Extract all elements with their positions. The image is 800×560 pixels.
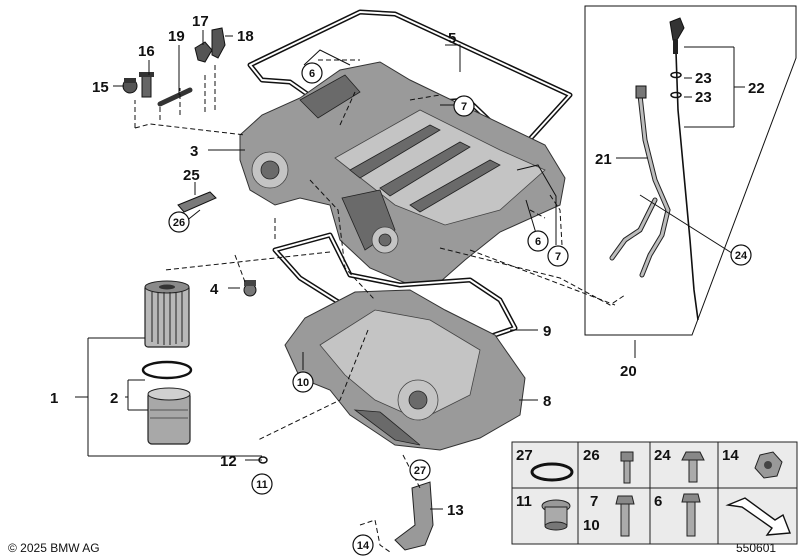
svg-text:27: 27 <box>414 465 426 477</box>
table-cell-24[interactable]: 24 <box>654 447 705 483</box>
callout-26: 26 <box>168 211 190 233</box>
table-cell-11[interactable]: 11 <box>516 493 571 531</box>
direction-arrow-icon <box>725 497 791 536</box>
dipstick-o-ring-lower[interactable] <box>670 91 682 99</box>
label-21: 21 <box>595 151 612 168</box>
svg-text:6: 6 <box>654 493 662 510</box>
table-cell-27[interactable]: 27 <box>516 447 574 482</box>
svg-text:6: 6 <box>535 236 541 248</box>
lower-oil-pan[interactable] <box>284 289 526 451</box>
sensor-cable[interactable] <box>157 87 193 107</box>
callout-27: 27 <box>409 459 431 481</box>
svg-text:14: 14 <box>722 447 739 464</box>
label-19: 19 <box>168 28 185 45</box>
svg-text:11: 11 <box>256 479 268 491</box>
label-13: 13 <box>447 502 464 519</box>
svg-text:10: 10 <box>583 517 600 534</box>
label-1: 1 <box>50 390 58 407</box>
table-cell-14[interactable]: 14 <box>722 447 783 479</box>
parts-table: 27 26 24 14 11 7 10 <box>511 441 798 545</box>
callout-10: 10 <box>292 371 314 393</box>
label-17: 17 <box>192 13 209 30</box>
callout-7-upper: 7 <box>453 95 475 117</box>
svg-text:24: 24 <box>735 250 748 262</box>
callout-7-lower: 7 <box>547 245 569 267</box>
svg-text:7: 7 <box>555 251 561 263</box>
label-5: 5 <box>448 30 456 47</box>
diagram-id: 550601 <box>736 541 777 555</box>
label-4: 4 <box>210 281 219 298</box>
oil-filter-element[interactable] <box>144 280 190 348</box>
callout-6-upper: 6 <box>301 62 323 84</box>
filter-o-ring[interactable] <box>141 360 193 380</box>
svg-text:14: 14 <box>357 540 370 552</box>
svg-text:10: 10 <box>297 377 309 389</box>
label-9: 9 <box>543 323 551 340</box>
svg-text:7: 7 <box>590 493 598 510</box>
copyright-notice: © 2025 BMW AG <box>8 541 100 555</box>
svg-text:27: 27 <box>516 447 533 464</box>
svg-text:6: 6 <box>309 68 315 80</box>
leader-lines <box>75 30 745 510</box>
label-25: 25 <box>183 167 200 184</box>
label-23-lower: 23 <box>695 89 712 106</box>
callout-24: 24 <box>730 244 752 266</box>
dipstick-group-frame <box>584 5 797 336</box>
label-15: 15 <box>92 79 109 96</box>
svg-text:26: 26 <box>173 217 185 229</box>
temperature-sensor-4[interactable] <box>243 280 257 297</box>
callout-6-lower: 6 <box>527 230 549 252</box>
dipstick[interactable] <box>669 17 699 321</box>
label-22: 22 <box>748 80 765 97</box>
label-18: 18 <box>237 28 254 45</box>
svg-text:24: 24 <box>654 447 671 464</box>
label-12: 12 <box>220 453 237 470</box>
label-20: 20 <box>620 363 637 380</box>
svg-text:7: 7 <box>461 101 467 113</box>
callout-11: 11 <box>251 473 273 495</box>
dipstick-o-ring-upper[interactable] <box>670 71 682 79</box>
svg-text:11: 11 <box>516 493 532 510</box>
table-cell-7-10[interactable]: 7 10 <box>583 493 635 537</box>
label-23-upper: 23 <box>695 70 712 87</box>
assembly-lines <box>134 59 626 553</box>
oil-pressure-sensor-18[interactable] <box>211 27 226 59</box>
lower-oil-pan-gasket[interactable] <box>272 232 518 343</box>
callout-14: 14 <box>352 534 374 556</box>
oil-thermostat-25[interactable] <box>177 191 217 213</box>
sensor-plug[interactable] <box>122 78 138 94</box>
oil-pickup-tube[interactable] <box>394 481 434 551</box>
label-2: 2 <box>110 390 118 407</box>
label-3: 3 <box>190 143 198 160</box>
filter-housing-cover[interactable] <box>147 387 191 445</box>
oil-level-sensor[interactable] <box>139 72 154 98</box>
table-cell-6[interactable]: 6 <box>654 493 701 537</box>
upper-oil-pan[interactable] <box>239 61 566 286</box>
dipstick-guide-tube[interactable] <box>609 85 671 278</box>
table-cell-26[interactable]: 26 <box>583 447 634 484</box>
label-8: 8 <box>543 393 551 410</box>
svg-text:26: 26 <box>583 447 600 464</box>
label-16: 16 <box>138 43 155 60</box>
